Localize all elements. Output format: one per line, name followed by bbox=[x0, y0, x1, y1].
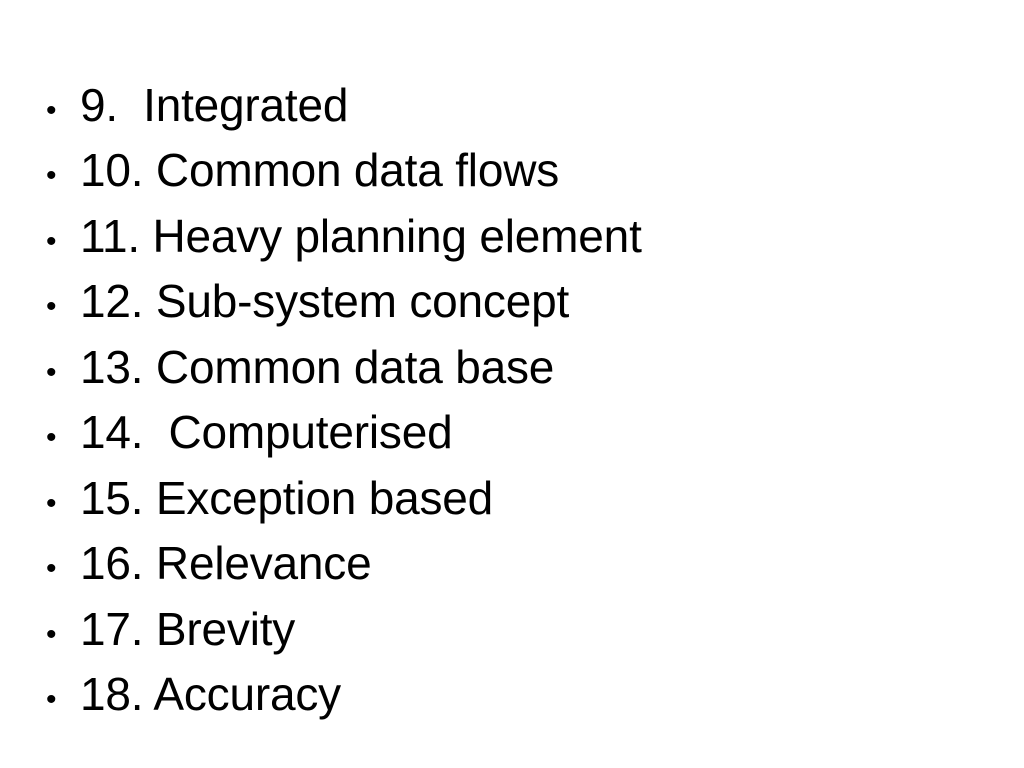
list-item-text: 13. Common data base bbox=[80, 341, 555, 393]
bullet-point-icon: • bbox=[46, 159, 57, 192]
list-item-text: 15. Exception based bbox=[80, 472, 494, 524]
list-item-text: 11. Heavy planning element bbox=[80, 210, 642, 262]
list-item[interactable]: • 9. Integrated bbox=[46, 82, 348, 135]
bullet-point-icon: • bbox=[46, 487, 57, 520]
list-item[interactable]: • 14. Computerised bbox=[46, 406, 453, 462]
bullet-point-icon: • bbox=[46, 290, 57, 323]
list-item-text: 12. Sub-system concept bbox=[80, 275, 570, 327]
list-item-text: 17. Brevity bbox=[80, 603, 296, 655]
list-item[interactable]: • 15. Exception based bbox=[46, 475, 493, 528]
bullet-point-icon: • bbox=[46, 683, 57, 716]
bullet-point-icon: • bbox=[46, 552, 57, 585]
list-item[interactable]: • 17. Brevity bbox=[46, 606, 295, 659]
bullet-point-icon: • bbox=[46, 225, 57, 258]
list-item[interactable]: • 16. Relevance bbox=[46, 537, 372, 593]
list-item[interactable]: • 12. Sub-system concept bbox=[46, 278, 569, 331]
list-item-text: 16. Relevance bbox=[80, 537, 372, 589]
bullet-point-icon: • bbox=[46, 356, 57, 389]
bullet-point-icon: • bbox=[46, 618, 57, 651]
list-item-text: 14. Computerised bbox=[80, 406, 453, 458]
list-item[interactable]: • 10. Common data flows bbox=[46, 147, 559, 200]
bullet-point-icon: • bbox=[46, 421, 57, 454]
list-item[interactable]: • 18. Accuracy bbox=[46, 671, 341, 724]
list-item-text: 10. Common data flows bbox=[80, 144, 560, 196]
list-item-text: 18. Accuracy bbox=[80, 668, 341, 720]
bullet-point-icon: • bbox=[46, 94, 57, 127]
list-item[interactable]: • 13. Common data base bbox=[46, 344, 554, 397]
list-item-text: 9. Integrated bbox=[80, 79, 349, 131]
list-item[interactable]: • 11. Heavy planning element bbox=[46, 213, 642, 266]
